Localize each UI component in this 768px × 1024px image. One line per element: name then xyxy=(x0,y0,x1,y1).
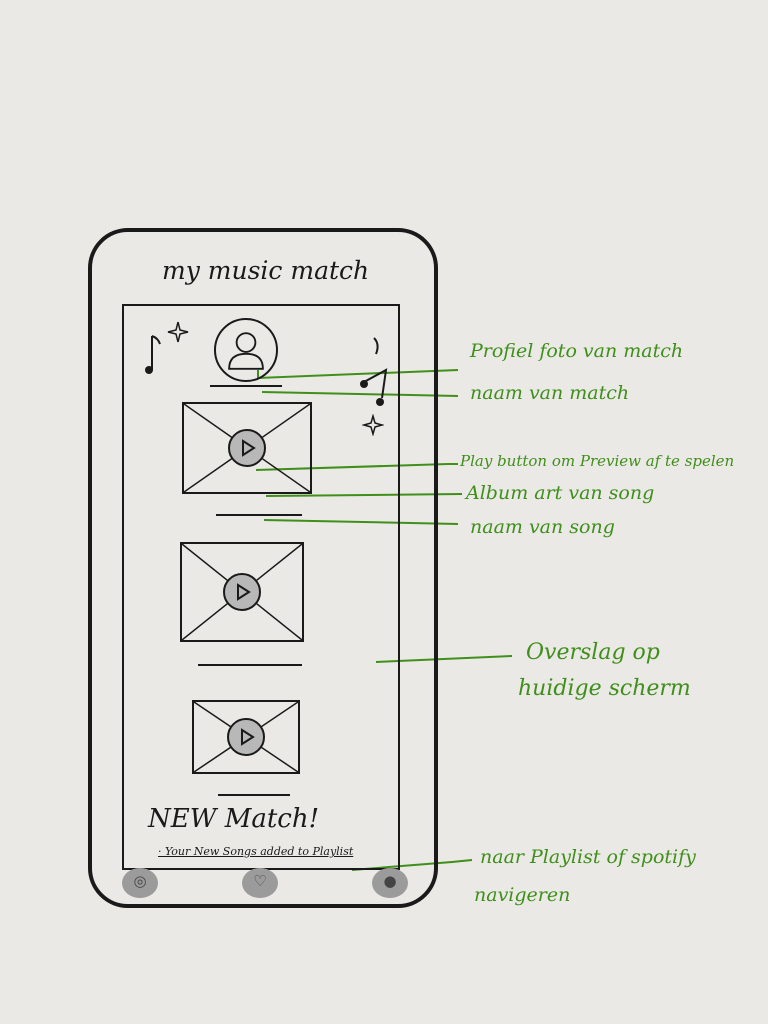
play-icon xyxy=(241,728,255,746)
person-icon xyxy=(228,332,264,370)
nav-button-center[interactable]: ♡ xyxy=(242,868,278,898)
profile-icon: ● xyxy=(383,872,397,890)
play-preview-button[interactable] xyxy=(223,573,261,611)
play-icon xyxy=(237,583,251,601)
circle-icon: ◎ xyxy=(133,872,147,890)
music-note-icon xyxy=(360,337,388,406)
song-name xyxy=(198,664,302,666)
sparkle-icon xyxy=(167,321,189,343)
annotation-match-name: naam van match xyxy=(470,382,630,404)
annotation-play-button: Play button om Preview af te spelen xyxy=(460,452,735,470)
album-art xyxy=(180,542,304,642)
match-profile-photo[interactable] xyxy=(214,318,278,382)
sparkle-icon xyxy=(362,414,384,436)
song-name xyxy=(218,794,290,796)
match-overlay xyxy=(122,304,400,870)
album-art xyxy=(182,402,312,494)
annotation-overlay-line1: Overslag op xyxy=(526,640,660,665)
play-icon xyxy=(242,439,256,457)
song-name xyxy=(216,514,302,516)
annotation-song-name: naam van song xyxy=(470,516,615,538)
new-match-heading: NEW Match! xyxy=(148,804,320,834)
app-title: my music match xyxy=(162,256,370,285)
annotation-profile-photo: Profiel foto van match xyxy=(470,340,684,362)
album-art xyxy=(192,700,300,774)
play-preview-button[interactable] xyxy=(227,718,265,756)
nav-button-left[interactable]: ◎ xyxy=(122,868,158,898)
match-name xyxy=(210,385,282,387)
playlist-link[interactable]: · Your New Songs added to Playlist xyxy=(158,845,354,858)
heart-icon: ♡ xyxy=(253,872,267,890)
nav-button-right[interactable]: ● xyxy=(372,868,408,898)
annotation-navigate-line2: navigeren xyxy=(474,884,571,906)
phone-frame: my music match xyxy=(88,228,438,908)
play-preview-button[interactable] xyxy=(228,429,266,467)
music-note-icon xyxy=(145,335,161,374)
annotation-album-art: Album art van song xyxy=(466,482,655,504)
annotation-navigate-line1: naar Playlist of spotify xyxy=(480,846,696,868)
annotation-overlay-line2: huidige scherm xyxy=(518,676,691,701)
